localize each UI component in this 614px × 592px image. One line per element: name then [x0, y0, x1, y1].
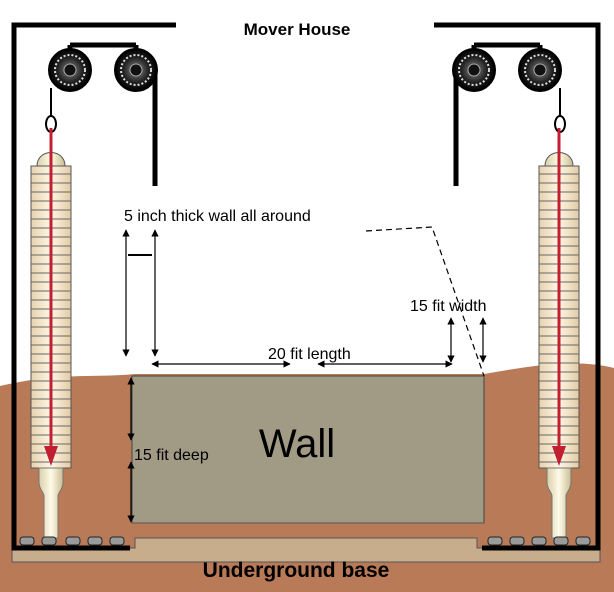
- right-pulley-inner: [452, 48, 496, 92]
- diagram-title: Mover House: [244, 20, 351, 39]
- width-label: 15 fit width: [410, 298, 486, 315]
- base-label: Underground base: [203, 559, 390, 582]
- wall-label: Wall: [259, 422, 335, 466]
- base-roller: [109, 536, 125, 546]
- underground-base: [11, 537, 601, 563]
- right-pulley-outer: [518, 48, 562, 92]
- left-hook: [45, 88, 57, 133]
- dimension-lines: [122, 226, 487, 523]
- wall-block: [131, 375, 485, 524]
- base-roller: [19, 536, 35, 546]
- base-roller: [531, 536, 547, 546]
- base-roller: [87, 536, 103, 546]
- right-rollers: [487, 536, 591, 546]
- depth-label: 15 fit deep: [134, 447, 209, 464]
- left-rollers: [19, 536, 125, 546]
- base-roller: [487, 536, 503, 546]
- base-roller: [553, 536, 569, 546]
- left-pulley-outer: [48, 48, 92, 92]
- base-roller: [509, 536, 525, 546]
- wall-thickness-label: 5 inch thick wall all around: [124, 208, 311, 225]
- base-roller: [575, 536, 591, 546]
- right-hook: [554, 88, 566, 133]
- length-label: 20 fit length: [268, 346, 351, 363]
- base-roller: [41, 536, 57, 546]
- base-roller: [65, 536, 81, 546]
- left-pulley-inner: [114, 48, 158, 92]
- left-spring-column: [30, 128, 72, 539]
- right-spring-column: [538, 128, 580, 539]
